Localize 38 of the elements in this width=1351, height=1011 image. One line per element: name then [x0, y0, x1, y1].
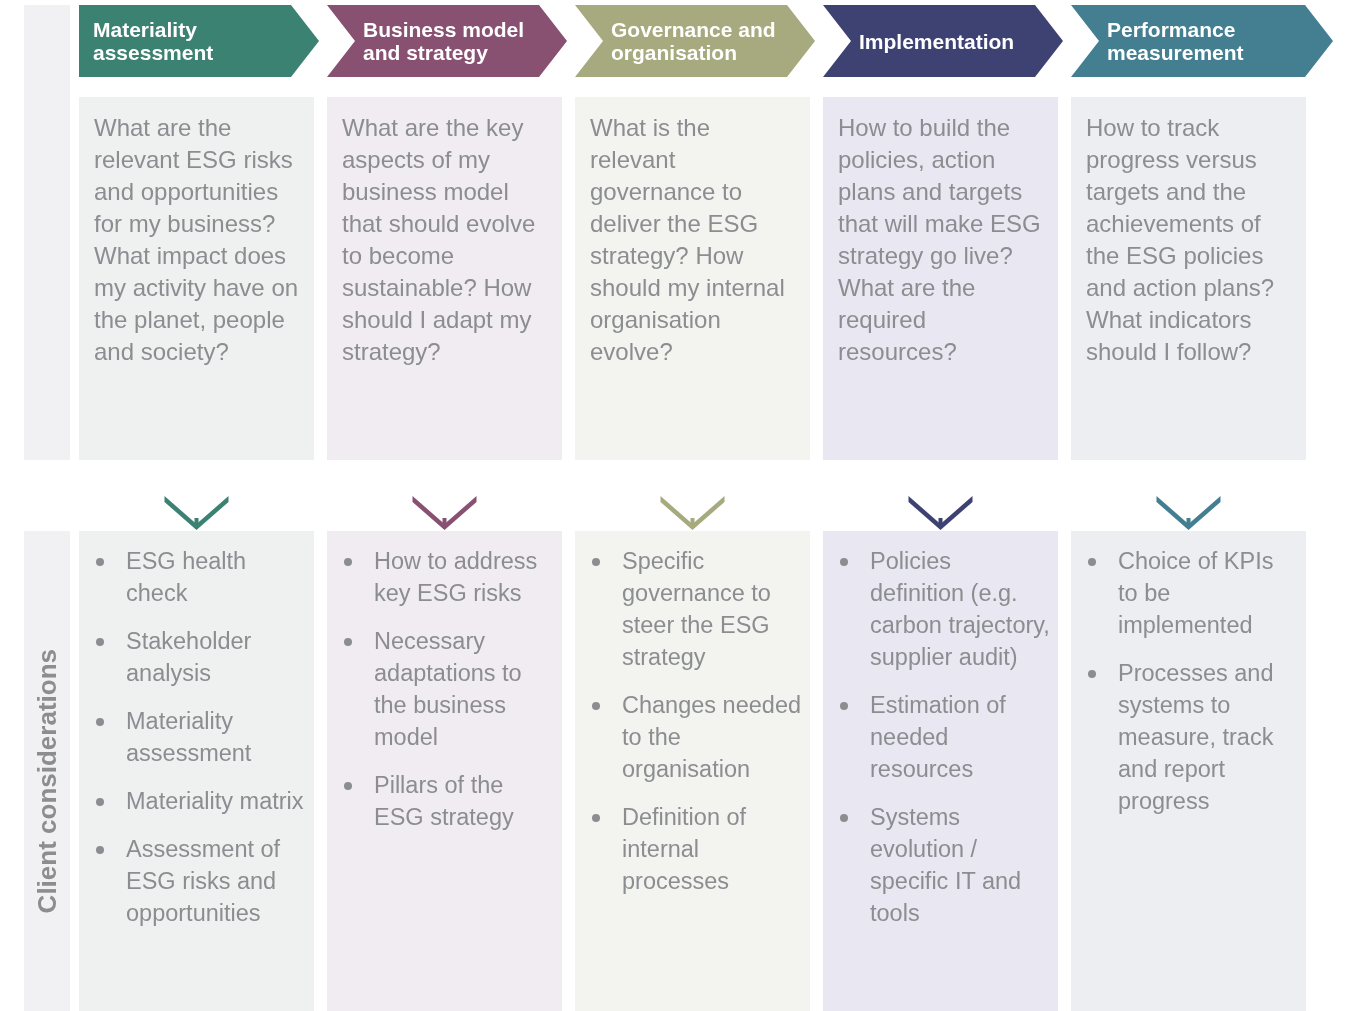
step-title: Implementation: [859, 29, 1016, 53]
bullet-text: ESG health check: [126, 548, 247, 606]
bullet-text: Materiality matrix: [126, 788, 304, 814]
bullet-text: Necessary adaptations to the business model: [374, 628, 522, 750]
bullet-text: Choice of KPIs to be implemented: [1118, 548, 1274, 638]
step-title: Business model and strategy: [363, 18, 526, 64]
chevron-step: [327, 5, 567, 77]
bullet-text: Systems evolution / specific IT and tools: [870, 804, 1022, 926]
bullet-text: Assessment of ESG risks and opportunities: [126, 836, 281, 926]
question-text: How to build the policies, action plans and targets that will make ESG strategy go live? What are the required resources?: [838, 113, 1042, 367]
considerations-panel: [79, 531, 314, 1011]
bullet-text: Pillars of the ESG strategy: [374, 772, 514, 830]
considerations-panel: [823, 531, 1058, 1011]
question-panel: [823, 97, 1058, 460]
chevron-step: [575, 5, 815, 77]
considerations-panel: [575, 531, 810, 1011]
question-text: What are the relevant ESG risks and opportunities for my business? What impact does my activity have on the planet, people and society?: [94, 113, 300, 367]
considerations-panel: [1071, 531, 1306, 1011]
bullet-text: Materiality assessment: [126, 708, 252, 766]
question-text: How to track progress versus targets and the achievements of the ESG policies and action plans? What indicators should I follow?: [1086, 113, 1276, 367]
bullet-text: Estimation of needed resources: [870, 692, 1006, 782]
bullet-text: Definition of internal processes: [622, 804, 747, 894]
step-title: Materiality assessment: [93, 18, 215, 64]
chevron-step: [79, 5, 319, 77]
bullet-text: Stakeholder analysis: [126, 628, 252, 686]
considerations-panel: [327, 531, 562, 1011]
chevron-step: [1071, 5, 1333, 77]
row-label: Client considerations: [32, 648, 63, 913]
chevron-step: [823, 5, 1063, 77]
question-text: What is the relevant governance to deliver the ESG strategy? How should my internal organisation evolve?: [590, 113, 786, 367]
bullet-text: Processes and systems to measure, track and report progress: [1118, 660, 1274, 814]
bullet-text: Policies definition (e.g. carbon trajectory, supplier audit): [870, 548, 1050, 670]
bullet-text: How to address key ESG risks: [374, 548, 538, 606]
question-text: What are the key aspects of my business model that should evolve to become sustainable? How should I adapt my strategy?: [342, 113, 537, 367]
bullet-text: Changes needed to the organisation: [622, 692, 801, 782]
step-title: Performance measurement: [1107, 18, 1245, 64]
step-title: Governance and organisation: [611, 18, 777, 64]
bullet-text: Specific governance to steer the ESG strategy: [622, 548, 771, 670]
